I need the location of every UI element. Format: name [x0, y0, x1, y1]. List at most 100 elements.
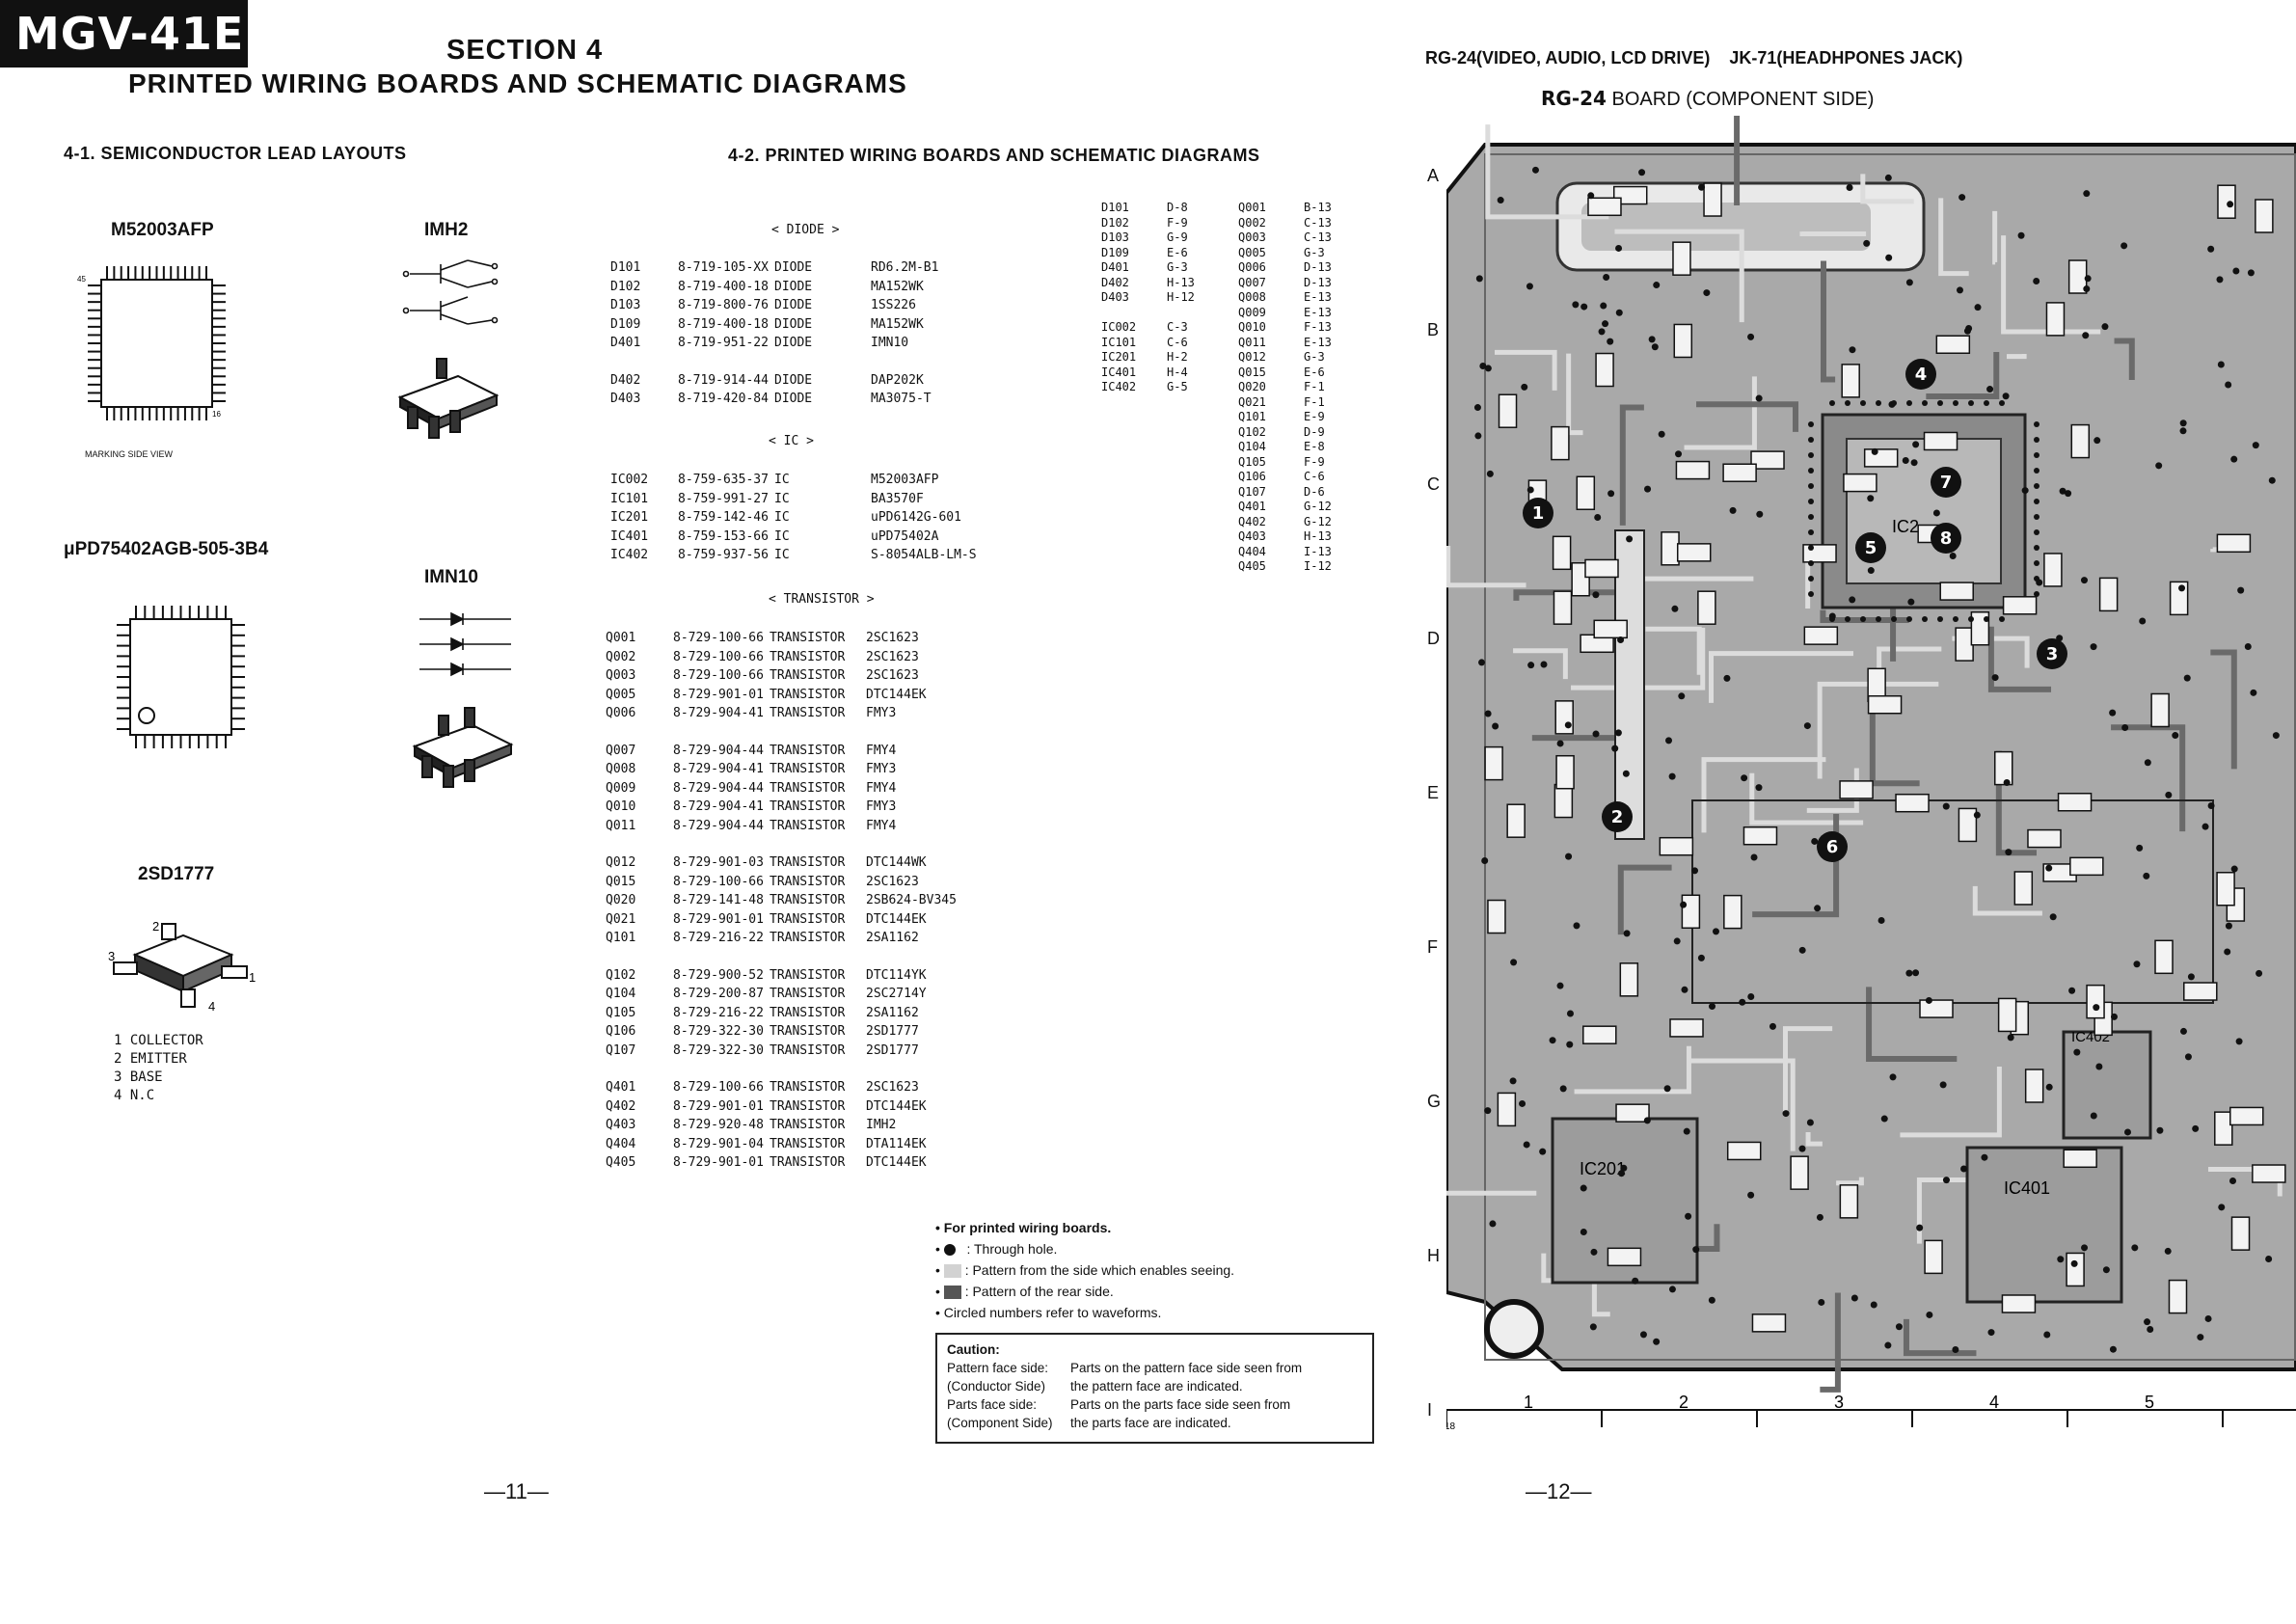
- waveform-marker: 7: [1940, 473, 1953, 493]
- parts-ref: Q007: [606, 743, 636, 758]
- parts-type: TRANSISTOR: [770, 780, 846, 796]
- location-grid: G-12: [1304, 500, 1332, 513]
- parts-part: 8-729-901-03: [673, 855, 764, 870]
- caution-text: (Component Side): [947, 1416, 1053, 1430]
- parts-part: 8-729-100-66: [673, 874, 764, 889]
- parts-ref: Q012: [606, 855, 636, 870]
- parts-type: TRANSISTOR: [770, 1118, 846, 1132]
- caution-text: Parts on the parts face side seen from: [1070, 1397, 1291, 1412]
- parts-name: DTC144EK: [866, 1155, 927, 1170]
- parts-part: 8-729-904-44: [673, 743, 764, 758]
- parts-part: 8-729-322-30: [673, 1042, 764, 1058]
- m52003afp-label: M52003AFP: [111, 220, 214, 240]
- location-ref: Q104: [1238, 440, 1266, 453]
- parts-part: 8-759-991-27: [678, 491, 769, 506]
- parts-part: 8-729-904-44: [673, 818, 764, 833]
- parts-type: IC: [774, 491, 790, 506]
- pin-legend-item: 4 N.C: [114, 1088, 155, 1103]
- parts-name: 2SC1623: [866, 649, 919, 664]
- location-grid: E-9: [1304, 410, 1325, 423]
- location-ref: IC402: [1101, 380, 1137, 393]
- location-grid: E-6: [1304, 365, 1325, 379]
- location-grid: D-13: [1304, 260, 1332, 274]
- legend-item: • : Through hole.: [935, 1241, 1058, 1257]
- parts-part: 8-719-105-XX: [678, 260, 769, 275]
- parts-part: 8-719-914-44: [678, 372, 769, 388]
- parts-part: 8-729-901-04: [673, 1136, 764, 1151]
- parts-type: DIODE: [774, 260, 813, 275]
- svg-text:2: 2: [152, 919, 159, 934]
- svg-text:45: 45: [77, 275, 86, 284]
- parts-part: 8-719-420-84: [678, 392, 769, 406]
- parts-name: BA3570F: [871, 491, 924, 506]
- through-hole-icon: [943, 1244, 956, 1257]
- parts-ref: Q021: [606, 911, 636, 927]
- ic401-label: IC401: [2004, 1178, 2050, 1198]
- location-ref: Q404: [1238, 544, 1266, 558]
- parts-part: 8-729-200-87: [673, 987, 764, 1001]
- parts-type: TRANSISTOR: [770, 1024, 846, 1039]
- waveform-marker: 3: [2046, 644, 2059, 664]
- parts-name: 2SD1777: [866, 1024, 919, 1039]
- location-ref: D103: [1101, 230, 1129, 244]
- imh2-package: [397, 259, 500, 439]
- row-label: B: [1427, 320, 1440, 339]
- location-ref: Q403: [1238, 529, 1266, 543]
- qfp-package-upd75402: [117, 606, 245, 748]
- legend-item: • : Pattern from the side which enables …: [935, 1262, 1235, 1279]
- location-ref: Q008: [1238, 290, 1266, 304]
- imh2-label: IMH2: [424, 220, 469, 240]
- location-ref: Q005: [1238, 245, 1266, 259]
- parts-ref: Q401: [606, 1080, 636, 1095]
- parts-ref: Q105: [606, 1005, 636, 1020]
- parts-part: 8-729-322-30: [673, 1024, 764, 1039]
- location-ref: IC101: [1101, 335, 1137, 349]
- parts-name: uPD75402A: [871, 528, 939, 544]
- parts-type: DIODE: [774, 298, 813, 312]
- parts-name: 2SC1623: [866, 631, 919, 645]
- parts-ref: Q006: [606, 706, 636, 720]
- parts-name: MA152WK: [871, 316, 924, 332]
- parts-name: FMY3: [866, 762, 897, 776]
- parts-ref: IC401: [610, 528, 649, 544]
- location-grid: G-5: [1167, 380, 1188, 393]
- parts-ref: Q015: [606, 874, 636, 889]
- parts-type: IC: [774, 510, 790, 525]
- parts-name: DTC144WK: [866, 855, 927, 870]
- svg-text:3: 3: [108, 949, 115, 963]
- ic2-label: IC2: [1892, 517, 1919, 536]
- upd75402-label: μPD75402AGB-505-3B4: [64, 539, 269, 559]
- caution-text: the parts face are indicated.: [1070, 1416, 1231, 1430]
- row-label: C: [1427, 474, 1440, 494]
- parts-ref: Q101: [606, 931, 636, 945]
- parts-ref: D102: [610, 279, 641, 294]
- model-badge: MGV-41E: [0, 0, 248, 68]
- location-grid: D-6: [1304, 484, 1325, 499]
- parts-name: 2SC1623: [866, 668, 919, 683]
- parts-ref: D401: [610, 336, 641, 350]
- location-ref: Q102: [1238, 424, 1266, 439]
- parts-name: FMY4: [866, 818, 897, 833]
- location-ref: Q105: [1238, 454, 1266, 469]
